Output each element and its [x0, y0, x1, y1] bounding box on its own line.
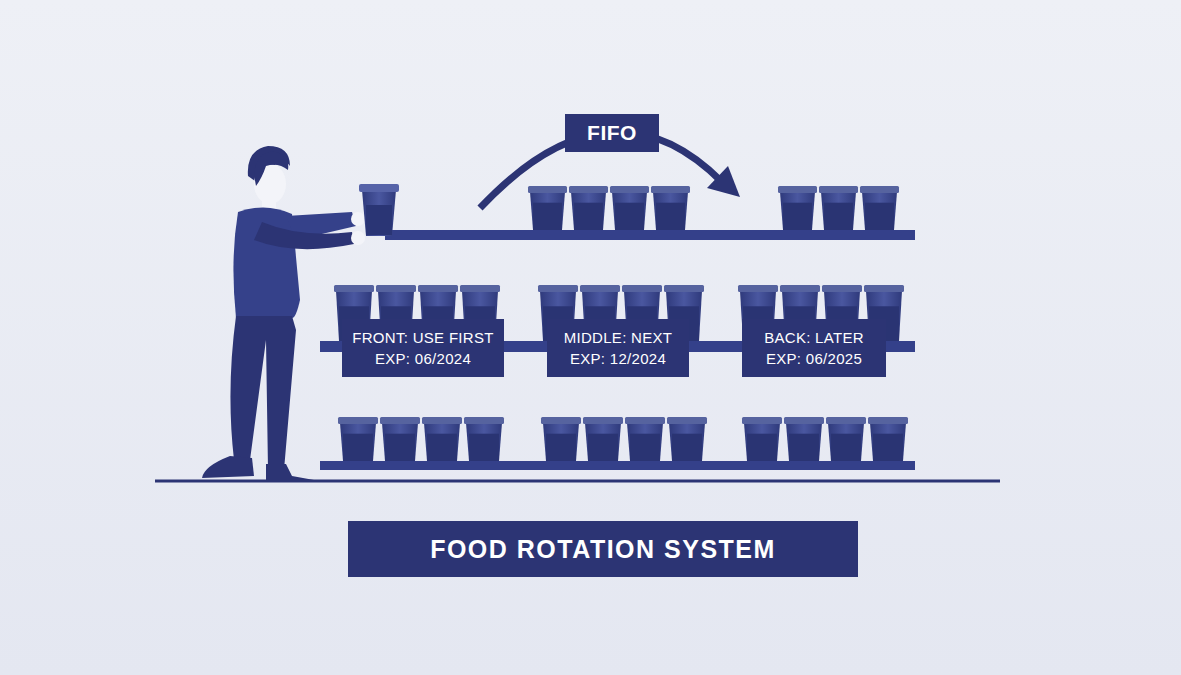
- shelf-text: EXP: 06/2025: [766, 348, 862, 369]
- shelf-text: MIDDLE: NEXT: [564, 327, 673, 348]
- shelf-label: BACK: LATEREXP: 06/2025: [742, 319, 886, 377]
- food-container: [742, 417, 782, 461]
- food-container: [583, 417, 623, 461]
- food-container: [528, 186, 567, 230]
- food-container: [569, 186, 608, 230]
- food-container: [826, 417, 866, 461]
- food-container: [541, 417, 581, 461]
- shelf-text: EXP: 12/2024: [570, 348, 666, 369]
- arrow-label: FIFO: [587, 121, 637, 145]
- food-container: [422, 417, 462, 461]
- food-container: [338, 417, 378, 461]
- shelf-label: FRONT: USE FIRSTEXP: 06/2024: [342, 319, 504, 377]
- food-container: [625, 417, 665, 461]
- shelf-text: FRONT: USE FIRST: [352, 327, 493, 348]
- shelf: [385, 230, 915, 240]
- food-container: [778, 186, 817, 230]
- fifo-label: FIFO: [565, 114, 659, 152]
- food-container: [784, 417, 824, 461]
- diagram-title: FOOD ROTATION SYSTEM: [430, 535, 776, 564]
- food-container: [868, 417, 908, 461]
- food-container: [610, 186, 649, 230]
- food-container: [651, 186, 690, 230]
- arrow-head: [707, 166, 740, 197]
- containers: [334, 186, 908, 461]
- food-container: [464, 417, 504, 461]
- shelf-text: EXP: 06/2024: [375, 348, 471, 369]
- person: [202, 146, 399, 480]
- food-container: [380, 417, 420, 461]
- food-container: [819, 186, 858, 230]
- shelf: [320, 461, 915, 470]
- shelf-text: BACK: LATER: [764, 327, 864, 348]
- shelf-label: MIDDLE: NEXTEXP: 12/2024: [547, 319, 689, 377]
- food-container: [860, 186, 899, 230]
- title-banner: FOOD ROTATION SYSTEM: [348, 521, 858, 577]
- food-container: [667, 417, 707, 461]
